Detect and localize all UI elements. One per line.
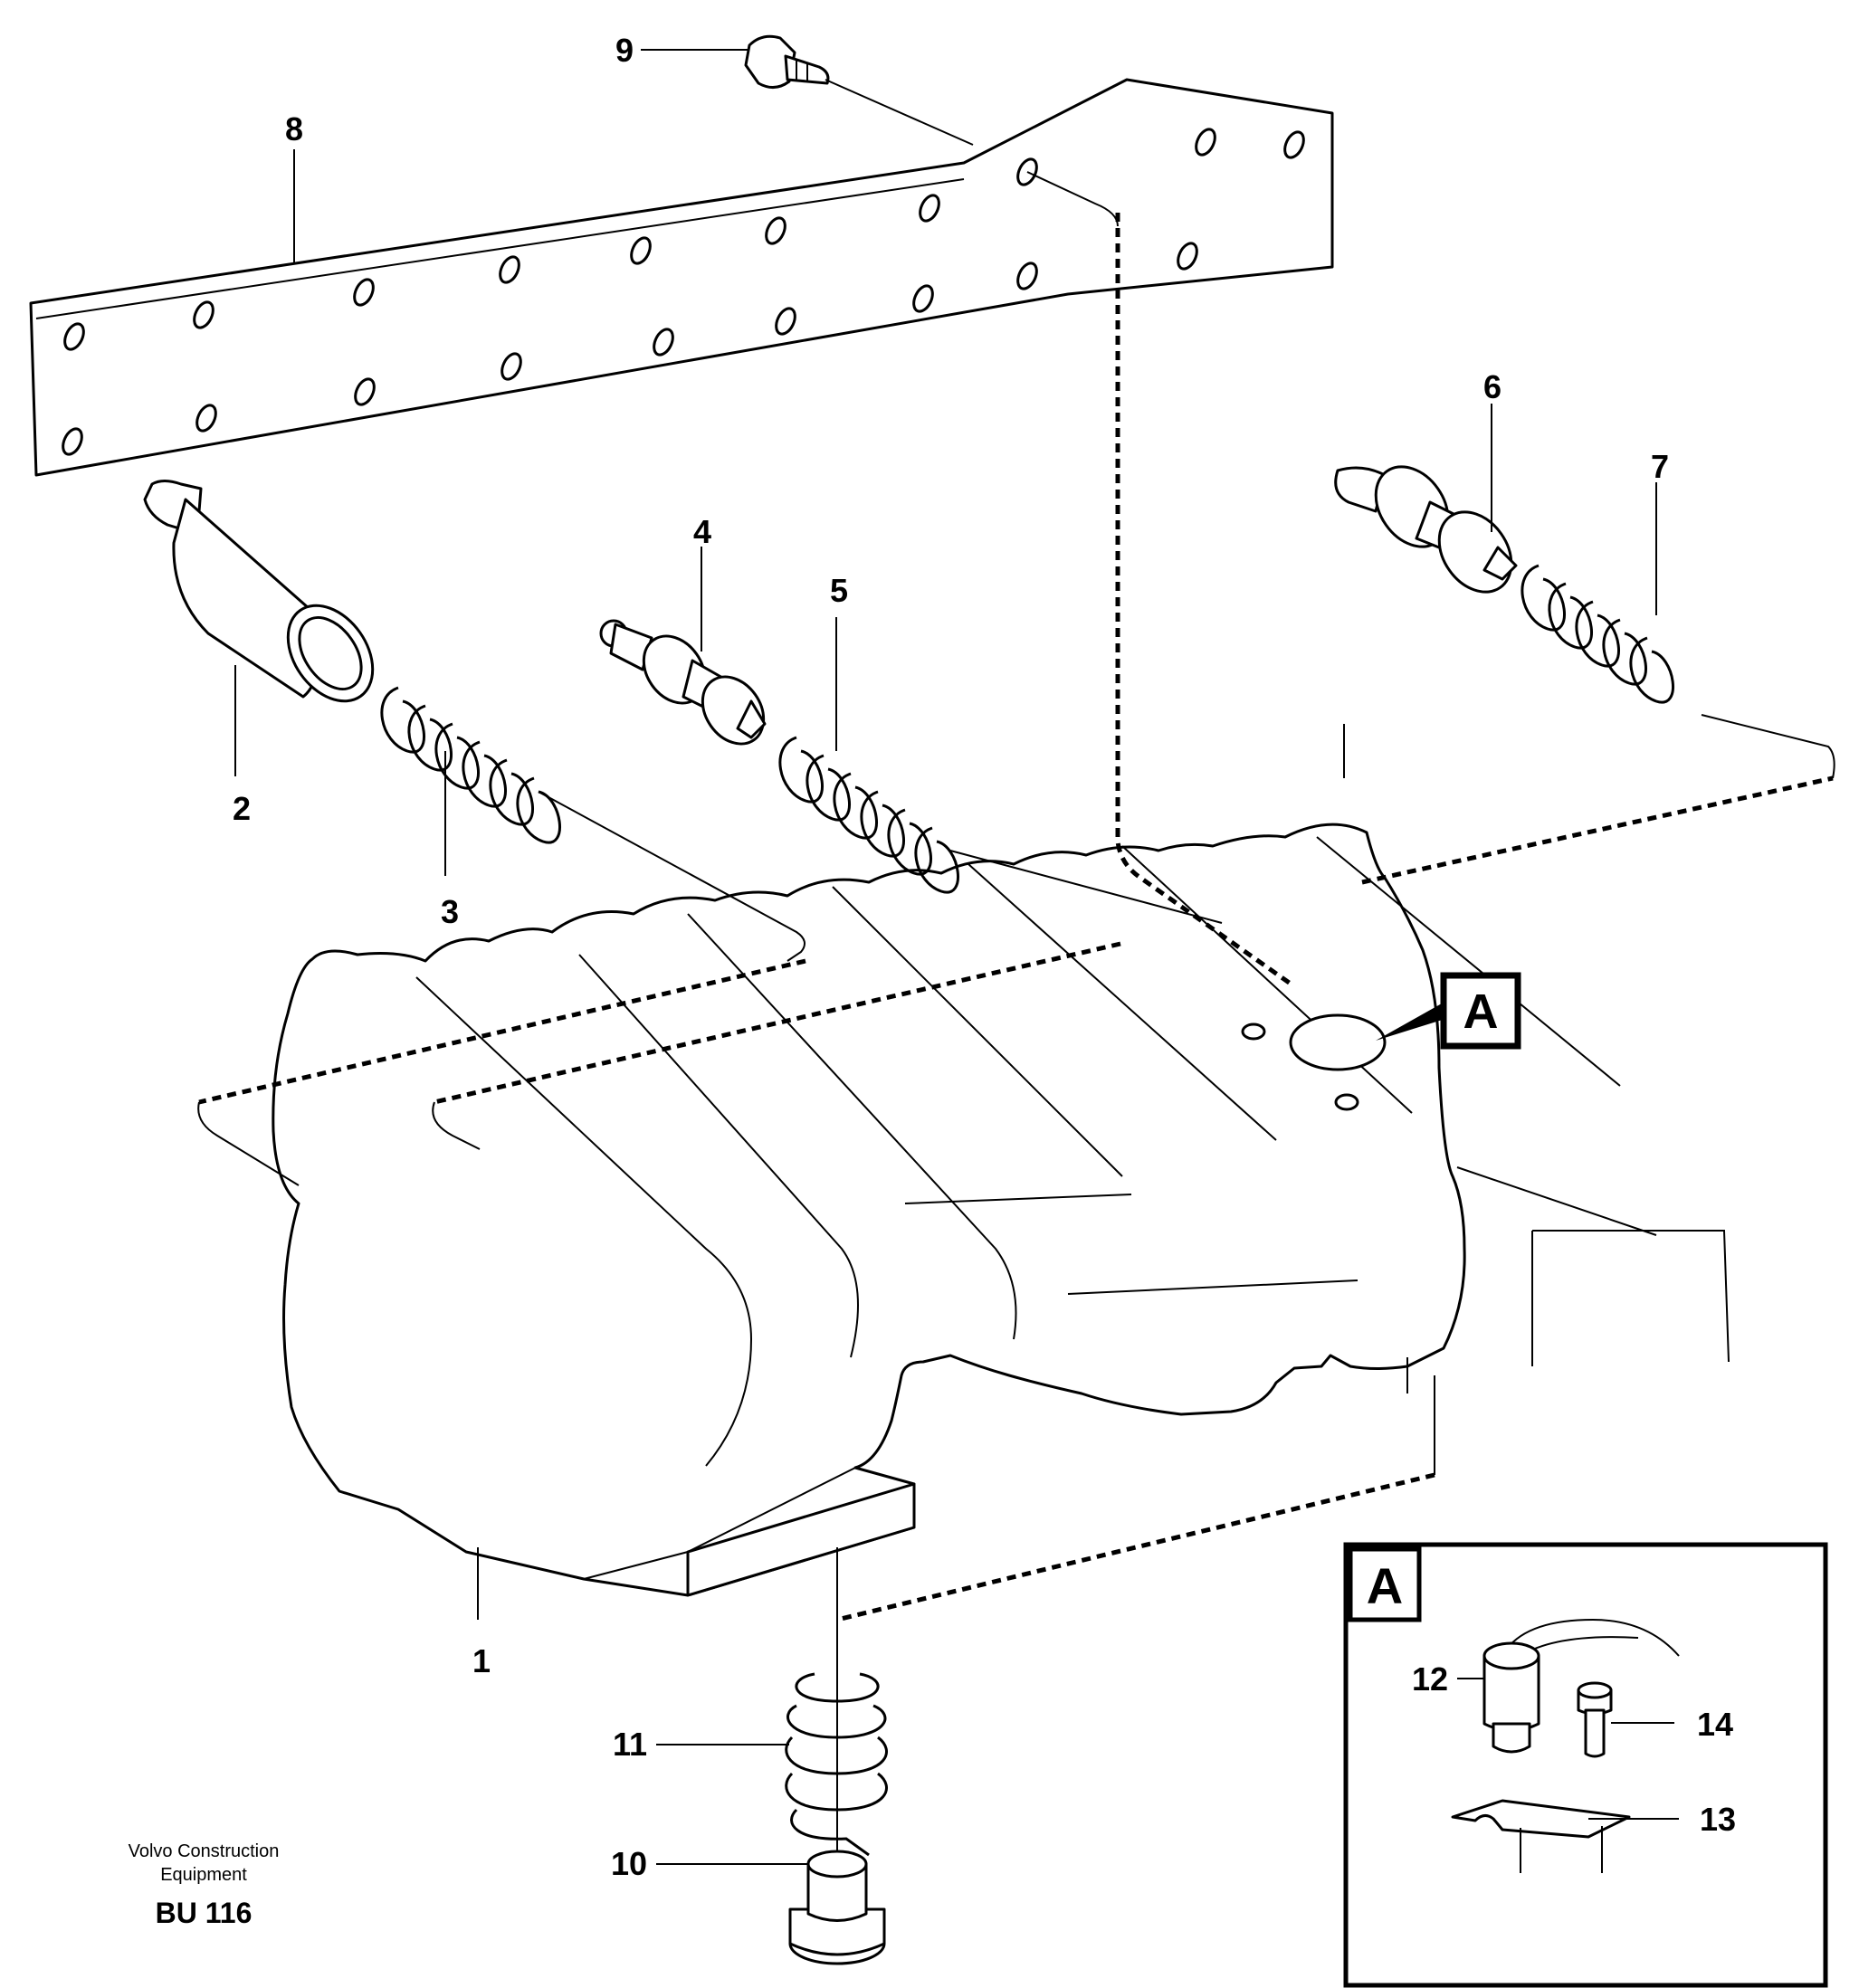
- bolt-part-9: [744, 34, 830, 89]
- spring-part-5: [778, 736, 959, 894]
- callout-12: 12: [1412, 1660, 1448, 1698]
- callout-3: 3: [441, 893, 459, 930]
- callout-5: 5: [830, 572, 848, 609]
- callout-6: 6: [1483, 368, 1502, 405]
- screw-part-14: [1577, 1681, 1613, 1758]
- callout-7: 7: [1651, 448, 1669, 485]
- plate-holes: [62, 128, 1305, 456]
- spool-part-4: [599, 619, 767, 746]
- footer-company-line2: Equipment: [160, 1865, 247, 1885]
- spool-part-6: [1334, 465, 1518, 594]
- figure-code: BU 116: [156, 1897, 253, 1929]
- callout-8: 8: [285, 110, 303, 147]
- callout-leaders: [234, 49, 1679, 1865]
- bracket-part-13: [1451, 1799, 1631, 1873]
- detail-view-panel: A: [1343, 1542, 1828, 1988]
- callout-2: 2: [233, 790, 251, 827]
- callout-14: 14: [1697, 1706, 1733, 1743]
- callout-4: 4: [693, 513, 711, 550]
- spring-part-11: [785, 1672, 888, 1857]
- detail-view-label: A: [1367, 1557, 1403, 1614]
- plunger-part-10: [788, 1850, 886, 1965]
- spring-part-3: [380, 686, 561, 844]
- publisher-footer: Volvo Construction Equipment BU 116: [129, 1841, 280, 1929]
- view-marker-label: A: [1463, 984, 1499, 1039]
- callout-9: 9: [615, 32, 634, 69]
- callout-13: 13: [1700, 1801, 1736, 1838]
- piston-part-2: [143, 480, 375, 703]
- callout-1: 1: [472, 1642, 491, 1679]
- valve-body-part-1: [272, 823, 1730, 1597]
- view-marker: A: [1376, 972, 1521, 1050]
- spring-part-7: [1521, 564, 1674, 704]
- callout-11: 11: [613, 1726, 647, 1763]
- plate-part-8: [29, 78, 1334, 477]
- solenoid-part-12: [1482, 1618, 1680, 1754]
- callout-10: 10: [611, 1845, 647, 1882]
- footer-company-line1: Volvo Construction: [129, 1841, 280, 1861]
- assembly-path-lines: [197, 171, 1835, 1622]
